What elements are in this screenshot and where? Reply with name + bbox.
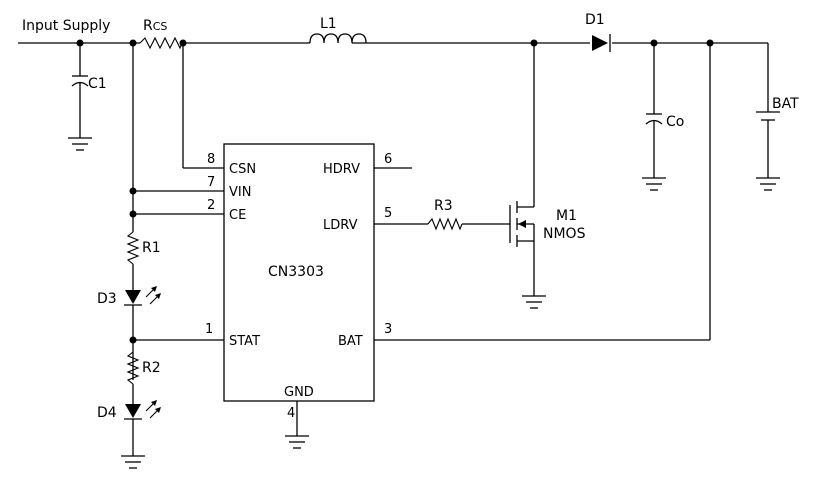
ic-cn3303: CN3303 CSN 8 VIN 7 CE 2 STAT 1 HDRV 6 LD…	[205, 143, 392, 421]
co-capacitor	[642, 43, 666, 191]
r2-resistor	[126, 351, 140, 404]
ic-name: CN3303	[268, 264, 324, 280]
pin-bat-num: 3	[384, 322, 392, 337]
bat-sense-wire	[374, 43, 711, 341]
nmos-label: NMOS	[543, 226, 586, 242]
pin-ce-num: 2	[207, 198, 215, 213]
r3-resistor	[374, 217, 510, 231]
pin-bat-label: BAT	[338, 334, 363, 349]
d1-label: D1	[585, 12, 605, 28]
pin-csn-num: 8	[207, 152, 215, 167]
pin-hdrv-label: HDRV	[323, 162, 360, 177]
d1-diode	[592, 34, 611, 52]
r1-resistor	[126, 231, 140, 290]
c1-label: C1	[88, 76, 107, 92]
m1-label: M1	[556, 208, 577, 224]
csn-wire	[182, 43, 224, 169]
co-label: Co	[666, 114, 684, 130]
left-vertical-net	[132, 43, 224, 232]
d4-led	[121, 400, 161, 469]
d4-light-arrows	[145, 400, 161, 419]
rcs-label: RCS	[143, 18, 167, 34]
pin-csn-label: CSN	[229, 162, 256, 177]
pin-stat-num: 1	[205, 322, 213, 337]
pin-ldrv-label: LDRV	[323, 218, 358, 233]
ic-gnd-symbol	[285, 401, 309, 449]
r1-label: R1	[142, 240, 161, 256]
l1-inductor	[309, 33, 367, 44]
battery	[756, 43, 780, 191]
r2-label: R2	[142, 360, 161, 376]
r3-label: R3	[434, 198, 453, 214]
d3-led	[124, 286, 161, 380]
pin-gnd-label: GND	[284, 385, 314, 400]
input-supply-label: Input Supply	[22, 18, 110, 34]
bat-label: BAT	[772, 96, 799, 112]
pin-vin-num: 7	[207, 175, 215, 190]
pin-vin-label: VIN	[229, 185, 251, 200]
l1-label: L1	[320, 16, 337, 32]
pin-gnd-num: 4	[287, 406, 295, 421]
c1-capacitor	[68, 43, 92, 151]
pin-stat-label: STAT	[229, 334, 260, 349]
pin-ldrv-num: 5	[384, 206, 392, 221]
pin-ce-label: CE	[229, 208, 246, 223]
m1-nmos	[509, 43, 546, 309]
d4-label: D4	[97, 405, 117, 421]
rcs-resistor	[139, 36, 183, 50]
d3-label: D3	[97, 291, 117, 307]
d3-light-arrows	[145, 286, 161, 305]
pin-hdrv-num: 6	[384, 152, 392, 167]
